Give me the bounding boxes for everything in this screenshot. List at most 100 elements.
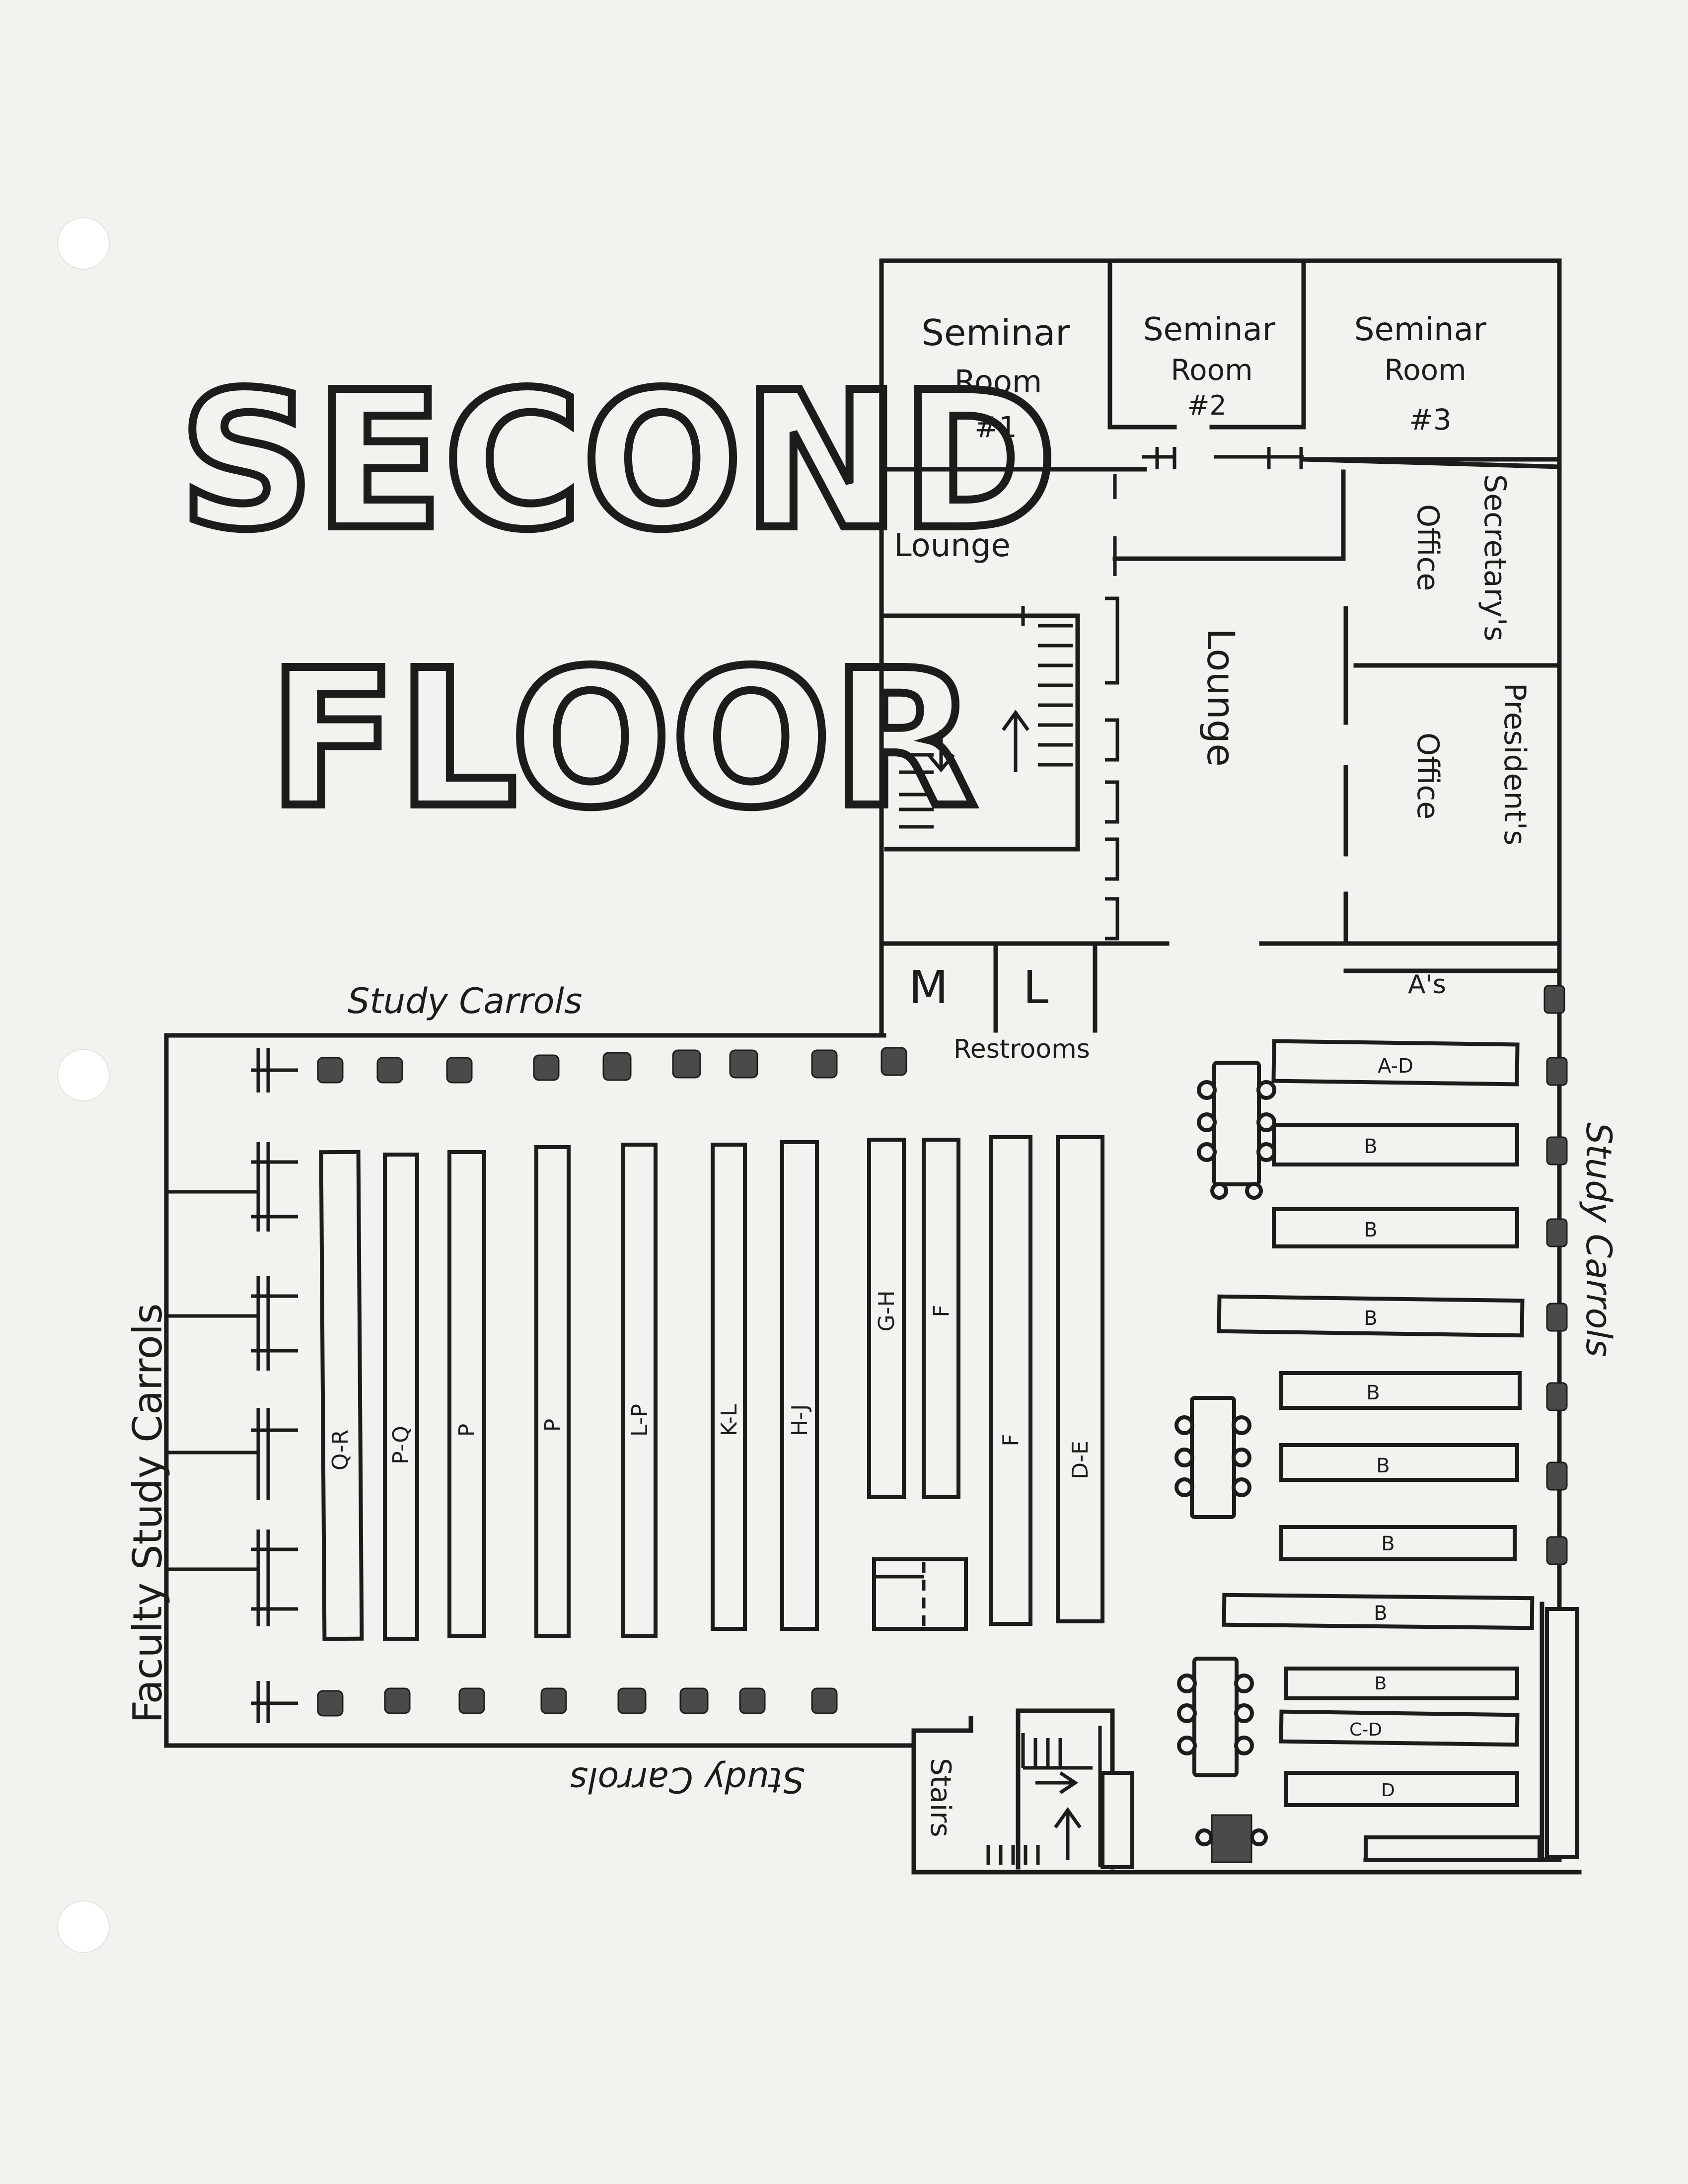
seminar-room-3-line-1: Seminar [1354, 311, 1487, 348]
stack-label: H-J [787, 1404, 812, 1436]
small-shelves [1364, 1607, 1579, 1862]
stack-shelf: K-L [711, 1143, 747, 1631]
lounge-center-label: Lounge [1199, 628, 1243, 767]
stack-label: B [1374, 1602, 1387, 1625]
stack-label: K-L [717, 1404, 742, 1436]
stack-shelf: C-D [1279, 1709, 1520, 1747]
lounge-partition [1105, 596, 1119, 941]
stacks-right: A-D B B B B B B B B C-D D [1217, 1039, 1535, 1807]
stack-label: P-Q [388, 1426, 414, 1464]
a-s-label: A's [1408, 970, 1446, 1000]
lower-stairs-icon [986, 1726, 1134, 1869]
seminar-room-1: Seminar Room #1 [921, 312, 1070, 444]
door-markers [1113, 447, 1304, 576]
carrel-icon [317, 985, 1568, 1717]
stairs-icon [899, 606, 1073, 829]
arrow-down-icon [927, 730, 955, 773]
seminar-room-2: Seminar Room #2 [1143, 311, 1276, 421]
stack-label: B [1366, 1382, 1380, 1404]
stack-label: D [1381, 1780, 1395, 1801]
stack-shelf: B [1222, 1593, 1535, 1630]
president-office-label-2: Office [1410, 732, 1445, 819]
binder-hole-bottom [57, 1900, 110, 1953]
secretary-office-label-1: Secretary's [1477, 474, 1512, 641]
faculty-carrels [166, 1048, 298, 1723]
stack-shelf: L-P [621, 1143, 658, 1638]
title-line-1: SECOND [179, 351, 1057, 571]
seminar-room-1-line-1: Seminar [921, 312, 1070, 354]
binder-hole-top [57, 217, 110, 270]
stack-label: C-D [1349, 1720, 1382, 1740]
faculty-carrel [166, 1276, 298, 1371]
restroom-ladies-label: L [1023, 961, 1048, 1014]
study-carrols-bottom-label: Study Carrols [570, 1759, 805, 1800]
seminar-room-1-line-2: Room [954, 364, 1042, 400]
desk [872, 1557, 968, 1631]
seminar-room-3-line-2: Room [1384, 353, 1466, 387]
secretary-office-label-2: Office [1410, 504, 1445, 591]
table-icon [1197, 1061, 1276, 1200]
stack-label: G-H [874, 1290, 899, 1331]
lower-arrow-right-icon [1035, 1771, 1079, 1794]
stack-shelf: B [1272, 1123, 1519, 1166]
stack-shelf: F [922, 1138, 960, 1499]
stack-label: B [1376, 1455, 1390, 1477]
stack-shelf: B [1279, 1525, 1517, 1561]
binder-hole-middle [57, 1049, 110, 1101]
faculty-carrel [251, 1048, 298, 1092]
stack-label: F [998, 1434, 1024, 1446]
study-carrols-top-label: Study Carrols [348, 981, 582, 1021]
stairs-label: Stairs [924, 1758, 956, 1837]
arrow-up-icon [1002, 709, 1029, 772]
stack-shelf: B [1279, 1371, 1522, 1410]
stack-label: B [1375, 1674, 1387, 1694]
stack-shelf: D [1284, 1771, 1519, 1807]
stack-label: Q-R [328, 1430, 353, 1470]
stack-shelf: P [534, 1145, 571, 1638]
stack-shelf: P-Q [383, 1153, 419, 1641]
stack-label: F [929, 1305, 954, 1317]
seminar-room-2-line-1: Seminar [1143, 311, 1276, 348]
seminar-room-3: Seminar Room #3 [1354, 311, 1487, 437]
seminar-room-2-line-2: Room [1171, 353, 1252, 387]
stack-shelf: B [1217, 1294, 1525, 1338]
stack-label: D-E [1068, 1441, 1093, 1479]
stack-label: B [1364, 1307, 1377, 1330]
stack-shelf: H-J [780, 1140, 819, 1631]
stack-label: B [1381, 1532, 1394, 1555]
stack-shelf: A-D [1271, 1039, 1520, 1087]
faculty-carrel [166, 1142, 298, 1232]
faculty-study-carrols-label: Faculty Study Carrols [125, 1303, 171, 1723]
title-line-2: FLOOR [268, 629, 977, 849]
stack-shelf: P [447, 1150, 486, 1638]
stack-label: B [1364, 1135, 1377, 1158]
stack-label: A-D [1378, 1055, 1413, 1078]
restrooms-label: Restrooms [954, 1034, 1090, 1064]
faculty-carrel [166, 1529, 298, 1626]
stack-shelf: B [1279, 1443, 1519, 1482]
faculty-carrel [166, 1408, 298, 1500]
stack-label: P [540, 1419, 566, 1432]
table-icon [1174, 1396, 1251, 1519]
stack-shelf: G-H [867, 1138, 906, 1499]
seminar-room-1-line-3: #1 [974, 410, 1017, 444]
faculty-carrel [251, 1681, 298, 1723]
stack-label: B [1364, 1219, 1377, 1241]
study-carrols-right-label: Study Carrols [1578, 1122, 1619, 1357]
stack-shelf: Q-R [319, 1150, 364, 1641]
stack-shelf: B [1284, 1667, 1519, 1700]
stack-shelf: B [1272, 1207, 1519, 1248]
president-office-label-1: President's [1497, 683, 1532, 846]
stack-shelf: D-E [1056, 1135, 1104, 1623]
seminar-room-2-line-3: #2 [1187, 390, 1227, 421]
stack-label: L-P [627, 1404, 653, 1437]
lower-arrow-up-icon [1054, 1807, 1082, 1860]
seminar-room-3-line-3: #3 [1409, 403, 1452, 437]
stack-label: P [454, 1424, 480, 1437]
table-icon [1195, 1814, 1268, 1863]
lounge-upper-label: Lounge [894, 527, 1011, 564]
stack-shelf: F [989, 1135, 1032, 1626]
stacks-left: Q-R P-Q P P L-P K-L H-J G-H F F D-E [319, 1135, 1104, 1641]
